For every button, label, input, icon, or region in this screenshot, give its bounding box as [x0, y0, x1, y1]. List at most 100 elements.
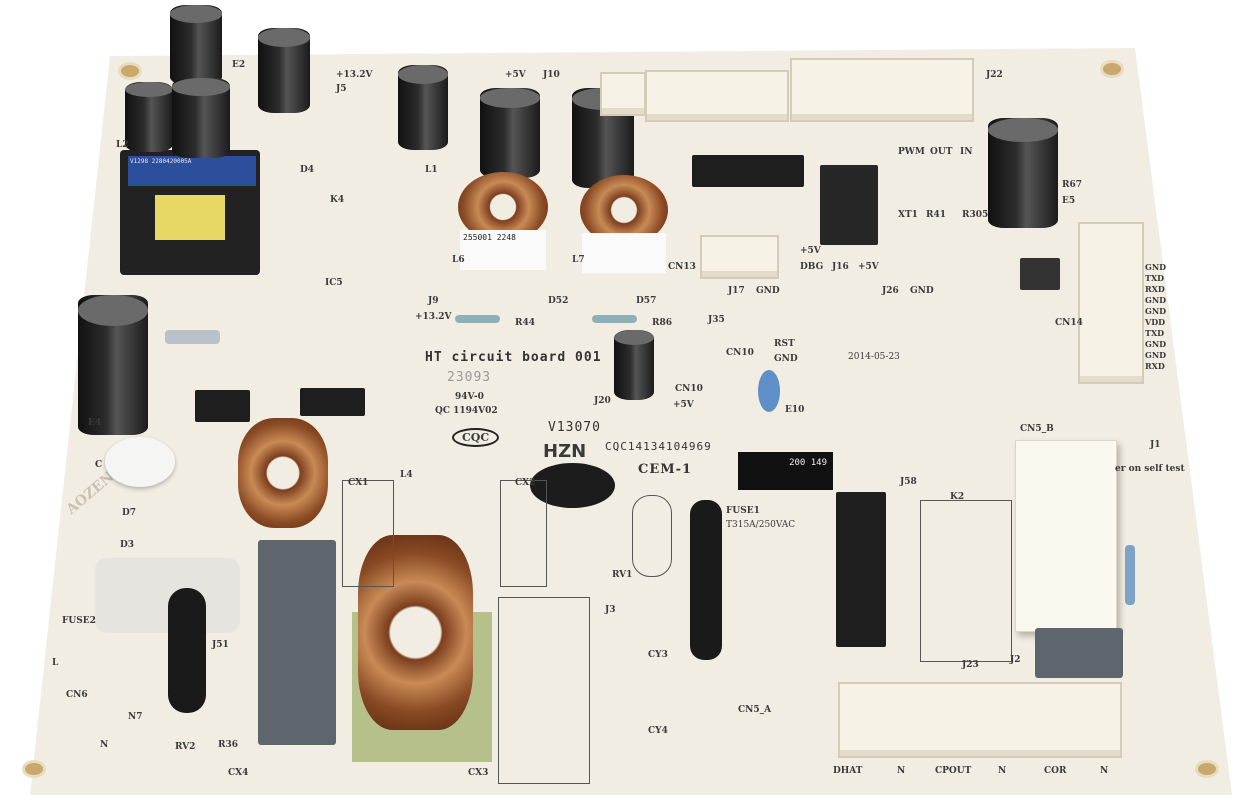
fuse-rating: T315A/250VAC: [726, 520, 796, 530]
designator: N7: [128, 712, 143, 722]
x-capacitor: [1035, 628, 1123, 678]
cqc-logo: CQC: [452, 428, 500, 447]
pin-label-cor: COR: [1044, 766, 1067, 776]
inductor-sleeve: [582, 233, 666, 273]
transformer: V1298 2280420005A: [120, 150, 260, 275]
pin-label: TXD: [1145, 273, 1165, 283]
designator: L1: [425, 165, 438, 175]
designator: FUSE2: [62, 616, 96, 626]
resistor: [455, 315, 500, 323]
designator: K4: [330, 195, 345, 205]
resistor: [165, 330, 220, 344]
designator: R36: [218, 740, 239, 750]
varistor-mark: HZN: [543, 441, 587, 462]
designator: J16: [832, 262, 849, 272]
connector-cn13: [700, 235, 779, 279]
capacitor-outline-cx2: [500, 480, 547, 587]
designator: L7: [572, 255, 585, 265]
pin-label-cpout: CPOUT: [935, 766, 972, 776]
common-mode-choke: [238, 418, 328, 528]
pin-label: GND: [1145, 339, 1167, 349]
capacitor-outline-cx3: [498, 597, 590, 784]
qr-label: 200 149: [738, 452, 833, 490]
pin-label: GND: [774, 354, 798, 364]
pin-label: OUT: [930, 147, 953, 157]
designator: D3: [120, 540, 135, 550]
capacitor: [125, 82, 173, 152]
designator: XT1: [898, 210, 918, 220]
designator: CX4: [228, 768, 249, 778]
designator: L2: [116, 140, 129, 150]
mounting-hole: [1100, 60, 1124, 78]
relay: [1015, 440, 1117, 632]
designator: E10: [785, 405, 805, 415]
connector-header: [790, 58, 974, 122]
capacitor: [172, 78, 230, 158]
ic-chip: [195, 390, 250, 422]
designator: R305: [962, 210, 989, 220]
designator: D4: [300, 165, 315, 175]
capacitor: [78, 295, 148, 435]
voltage-label: +5V: [858, 262, 879, 272]
designator: J22: [986, 70, 1003, 80]
pin-label: IN: [960, 147, 973, 157]
capacitor: [988, 118, 1058, 228]
designator: J2: [1010, 655, 1021, 665]
voltage-label: +13.2V: [336, 70, 373, 80]
pin-label-n: N: [897, 766, 906, 776]
voltage-label: +13.2V: [415, 312, 452, 322]
capacitor: [170, 5, 222, 85]
designator: CX2: [515, 478, 536, 488]
outline-rv1: [632, 495, 672, 577]
designator: R44: [515, 318, 536, 328]
designator: J1: [1150, 440, 1161, 450]
designator: CN6: [66, 690, 88, 700]
designator: CN10: [675, 384, 703, 394]
designator: J23: [962, 660, 979, 670]
pin-label: GND: [1145, 350, 1167, 360]
ac-label-l: L: [52, 658, 59, 668]
ic-chip: [300, 388, 365, 416]
filter-inductor-coil: [358, 535, 473, 730]
designator: J3: [605, 605, 616, 615]
designator: CN5_A: [738, 705, 772, 715]
designator: CY3: [648, 650, 668, 660]
connector-header: [645, 70, 789, 122]
pin-label: GND: [1145, 295, 1167, 305]
connector-header: [600, 72, 646, 116]
fuse: [690, 500, 722, 660]
connector-cn14: [1078, 222, 1144, 384]
ic-chip: [692, 155, 804, 187]
crystal-xt1: [758, 370, 780, 412]
pin-label: PWM: [898, 147, 925, 157]
designator: L4: [400, 470, 413, 480]
designator: J17: [728, 286, 745, 296]
thermal-fuse: [95, 558, 240, 633]
ul-mark: 94V-0: [455, 392, 484, 402]
transformer-winding: [155, 195, 225, 240]
x-capacitor: [258, 540, 336, 745]
pin-label-n: N: [998, 766, 1007, 776]
mounting-hole: [1195, 760, 1219, 778]
pin-label: RXD: [1145, 284, 1165, 294]
pin-label: TXD: [1145, 328, 1165, 338]
designator: RV1: [612, 570, 633, 580]
date-label: 2014-05-23: [848, 352, 900, 362]
version-label: V13070: [548, 420, 601, 435]
designator: L6: [452, 255, 465, 265]
designator: CN13: [668, 262, 696, 272]
varistor-rv2: [168, 588, 206, 713]
pin-label: DBG: [800, 262, 824, 272]
pin-label-n: N: [1100, 766, 1109, 776]
cn14-pin-labels: GND TXD RXD GND GND VDD TXD GND GND RXD: [1145, 262, 1166, 372]
capacitor-outline-cx1: [342, 480, 394, 587]
designator: J51: [212, 640, 229, 650]
designator: CY4: [648, 726, 668, 736]
varistor: [530, 463, 615, 508]
connector-bottom: [838, 682, 1122, 758]
pin-label: GND: [756, 286, 780, 296]
pin-label-dhat: DHAT: [833, 766, 863, 776]
capacitor: [258, 28, 310, 113]
qc-mark: QC 1194V02: [435, 406, 498, 416]
